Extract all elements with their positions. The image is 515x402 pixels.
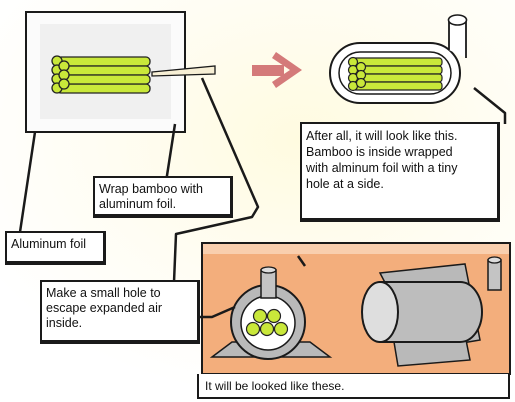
right-arrow-icon (252, 52, 302, 88)
air-tube (151, 65, 216, 77)
bamboo-bundle-icon (51, 55, 151, 94)
callout-small-hole: Make a small hole to escape expanded air… (40, 280, 200, 344)
callout-wrap-bamboo: Wrap bamboo with aluminum foil. (93, 176, 233, 218)
callout-after-all: After all, it will look like this. Bambo… (300, 122, 500, 222)
cross-section-drawing (209, 266, 333, 360)
caption-box: It will be looked like these. (197, 374, 510, 399)
after-all-line-1: After all, it will look like this. (306, 129, 458, 143)
after-all-line-2: Bamboo is inside wrapped (306, 145, 453, 159)
callout-aluminum-foil: Aluminum foil (5, 231, 106, 265)
wrapped-bamboo-icon (347, 56, 443, 92)
wrap-bamboo-line-1: Wrap bamboo with (99, 182, 203, 196)
after-all-line-3: with alminum foil with a tiny (306, 161, 458, 175)
small-hole-line-3: inside. (46, 316, 83, 330)
panel-caption: It will be looked like these. (205, 379, 345, 393)
leader-lines (18, 77, 507, 319)
small-hole-line-2: escape expanded air (46, 301, 163, 315)
wrap-bamboo-line-2: aluminum foil. (99, 197, 177, 211)
aluminum-foil-label: Aluminum foil (11, 237, 87, 251)
cylinder-drawing (361, 256, 502, 367)
after-all-line-4: hole at a side. (306, 177, 384, 191)
small-hole-line-1: Make a small hole to (46, 286, 161, 300)
bamboo-cross-section-icon (245, 308, 289, 337)
